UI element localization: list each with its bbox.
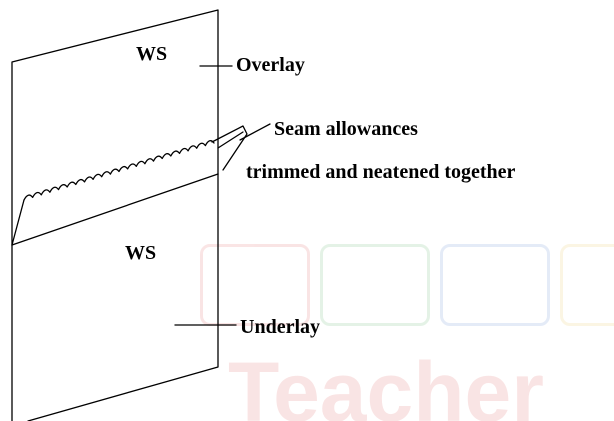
seam-allowance-inner	[217, 131, 244, 149]
ws-label-top: WS	[136, 43, 167, 65]
watermark-text: Teacher	[228, 345, 544, 421]
overlay-panel	[11, 9, 219, 246]
ws-label-bottom: WS	[125, 242, 156, 264]
neatened-zigzag-edge	[23, 140, 215, 201]
seam-leader-line	[239, 123, 271, 141]
watermark-logo: Teacher	[200, 232, 614, 421]
watermark-tile-green	[320, 244, 430, 326]
overlay-label: Overlay	[236, 54, 305, 76]
watermark-tile-red	[200, 244, 310, 326]
watermark-tile-blue	[440, 244, 550, 326]
underlay-label: Underlay	[240, 316, 320, 338]
seam-label-line2: trimmed and neatened together	[246, 161, 516, 183]
watermark-tile-yellow	[560, 244, 614, 326]
seam-allowance-edge	[211, 125, 248, 171]
seam-fold-upper	[11, 199, 25, 246]
underlay-panel-right	[27, 173, 219, 421]
seam-label-line1: Seam allowances	[274, 118, 418, 140]
seam-fold-lower	[11, 173, 219, 246]
